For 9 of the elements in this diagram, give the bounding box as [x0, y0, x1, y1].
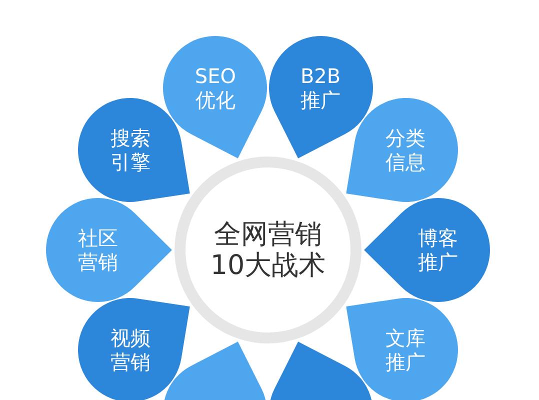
petal-label: 博客推广: [417, 226, 459, 274]
petal-label: 搜索引擎: [109, 126, 152, 174]
petal-label: SEO优化: [194, 64, 237, 112]
petal-label: 社区营销: [77, 226, 119, 274]
petal-label: 视频营销: [109, 326, 152, 374]
center-title: 全网营销10大战术: [210, 218, 326, 282]
petal-label: 文库推广: [384, 326, 427, 374]
petal-label: 分类信息: [384, 126, 427, 174]
petal-label: B2B推广: [299, 64, 342, 112]
